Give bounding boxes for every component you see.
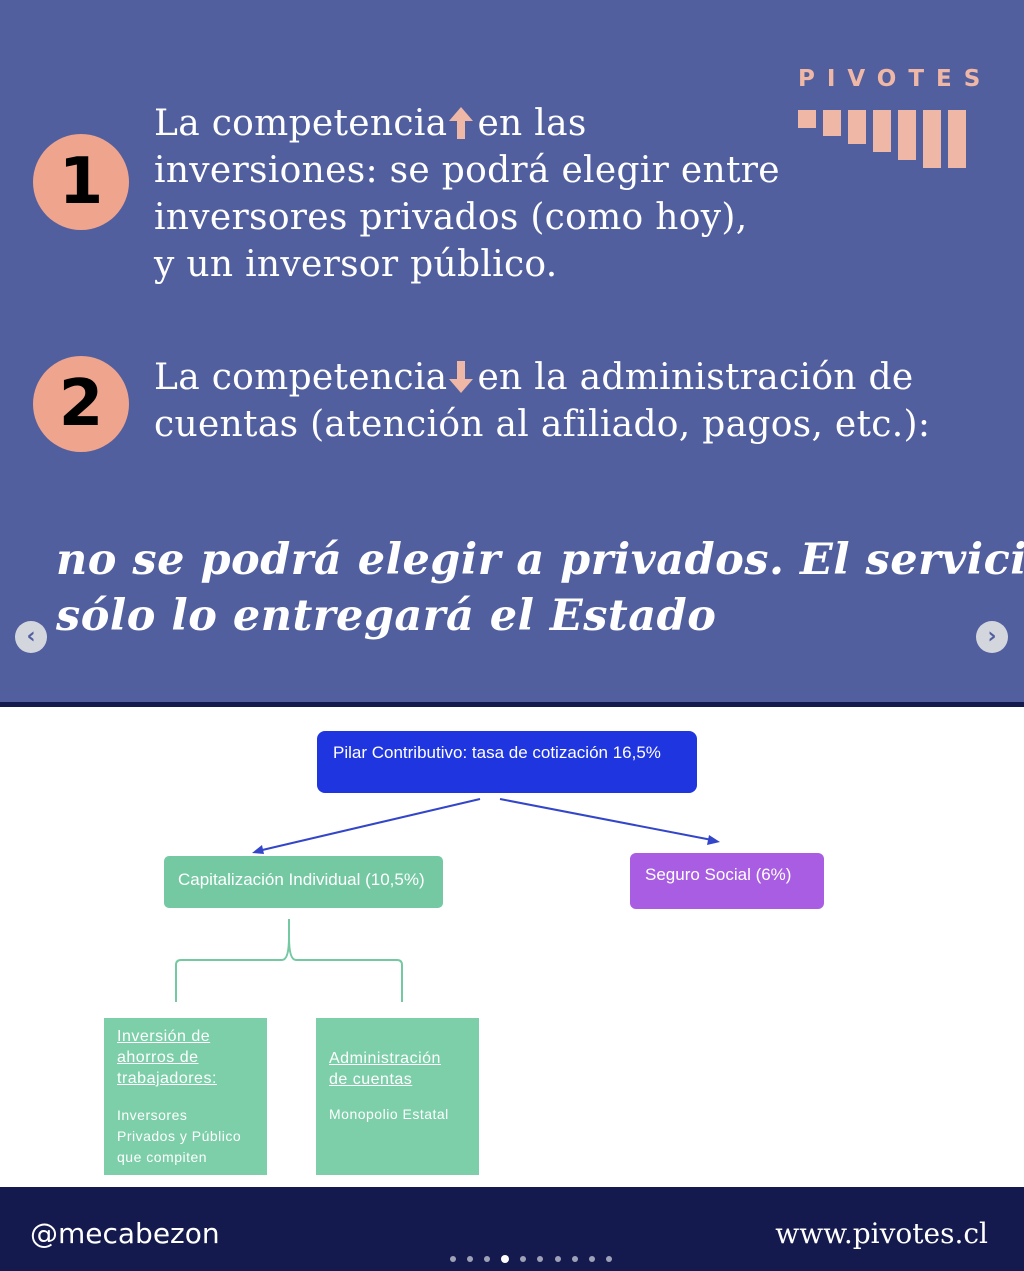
arrow-to-capitalization (257, 798, 481, 852)
arrow-down-icon (449, 361, 474, 393)
point-1-line-2: inversiones: se podrá elegir entre (154, 150, 780, 191)
highlight-line-1: no se podrá elegir a privados. El servic… (56, 535, 1024, 585)
administration-body: Monopolio Estatal (329, 1106, 449, 1122)
arrow-to-social (499, 798, 713, 841)
slide-dot[interactable] (484, 1255, 491, 1262)
slide-panel: PIVOTES 1 La competencia en las inversion… (0, 0, 1024, 702)
divider (0, 702, 1024, 707)
point-1-line-1a: La competencia (154, 103, 448, 144)
brace-connector (175, 919, 403, 1002)
slide-dot[interactable] (588, 1255, 595, 1262)
brand-bars-icon (798, 102, 970, 168)
investment-box: Inversión de ahorros de trabajadores: In… (104, 1018, 267, 1175)
diagram-connectors (175, 798, 720, 1002)
arrow-head-left (252, 845, 264, 854)
investment-title-2: ahorros de (117, 1049, 199, 1066)
slide-dot[interactable] (520, 1255, 527, 1262)
slide-dot[interactable] (450, 1255, 456, 1262)
point-2-line-1b: en la administración de (477, 357, 914, 398)
prev-slide-button[interactable]: ‹ (15, 621, 47, 653)
administration-title-2: de cuentas (329, 1071, 413, 1088)
point-1-line-1b: en las (477, 103, 587, 144)
investment-body-3: que compiten (117, 1149, 208, 1165)
point-2-line-2: cuentas (atención al afiliado, pagos, et… (154, 404, 931, 445)
highlight-statement: no se podrá elegir a privados. El servic… (56, 532, 1024, 644)
number-badge-2: 2 (33, 356, 129, 452)
investment-body-1: Inversores (117, 1107, 188, 1123)
slide-dot[interactable] (537, 1255, 544, 1262)
number-badge-1: 1 (33, 134, 129, 230)
point-1-line-3: inversores privados (como hoy), (154, 197, 748, 238)
next-slide-button[interactable]: › (976, 621, 1008, 653)
footer-bar: @mecabezon www.pivotes.cl (0, 1187, 1024, 1271)
administration-title-1: Administración (329, 1050, 441, 1067)
author-handle[interactable]: @mecabezon (30, 1217, 220, 1250)
slide-dot[interactable] (467, 1255, 474, 1262)
point-2-line-1a: La competencia (154, 357, 448, 398)
capitalization-box: Capitalización Individual (10,5%) (164, 856, 443, 908)
investment-title-3: trabajadores: (117, 1070, 217, 1087)
slide-dot[interactable] (571, 1255, 578, 1262)
investment-title-1: Inversión de (117, 1028, 211, 1045)
brand-wordmark: PIVOTES (798, 66, 993, 92)
slide-dot[interactable] (554, 1255, 561, 1262)
point-2-text: La competencia en la administración de cu… (154, 354, 930, 448)
slide-dot-active[interactable] (501, 1254, 510, 1263)
brand-logo: PIVOTES (798, 66, 993, 168)
contributive-pillar-box: Pilar Contributivo: tasa de cotización 1… (317, 731, 697, 793)
point-1-line-4: y un inversor público. (154, 244, 558, 285)
slide-dot[interactable] (605, 1255, 612, 1262)
investment-body-2: Privados y Público (117, 1128, 242, 1144)
arrow-up-icon (449, 107, 474, 139)
point-1-text: La competencia en las inversiones: se pod… (154, 100, 780, 288)
administration-box: Administración de cuentas Monopolio Esta… (316, 1018, 479, 1175)
pension-diagram: Pilar Contributivo: tasa de cotización 1… (0, 707, 1024, 1187)
highlight-line-2: sólo lo entregará el Estado (56, 591, 717, 641)
arrow-head-right (707, 835, 720, 845)
slide-indicator (450, 1248, 618, 1263)
social-insurance-box: Seguro Social (6%) (630, 853, 824, 909)
website-link[interactable]: www.pivotes.cl (775, 1217, 988, 1250)
